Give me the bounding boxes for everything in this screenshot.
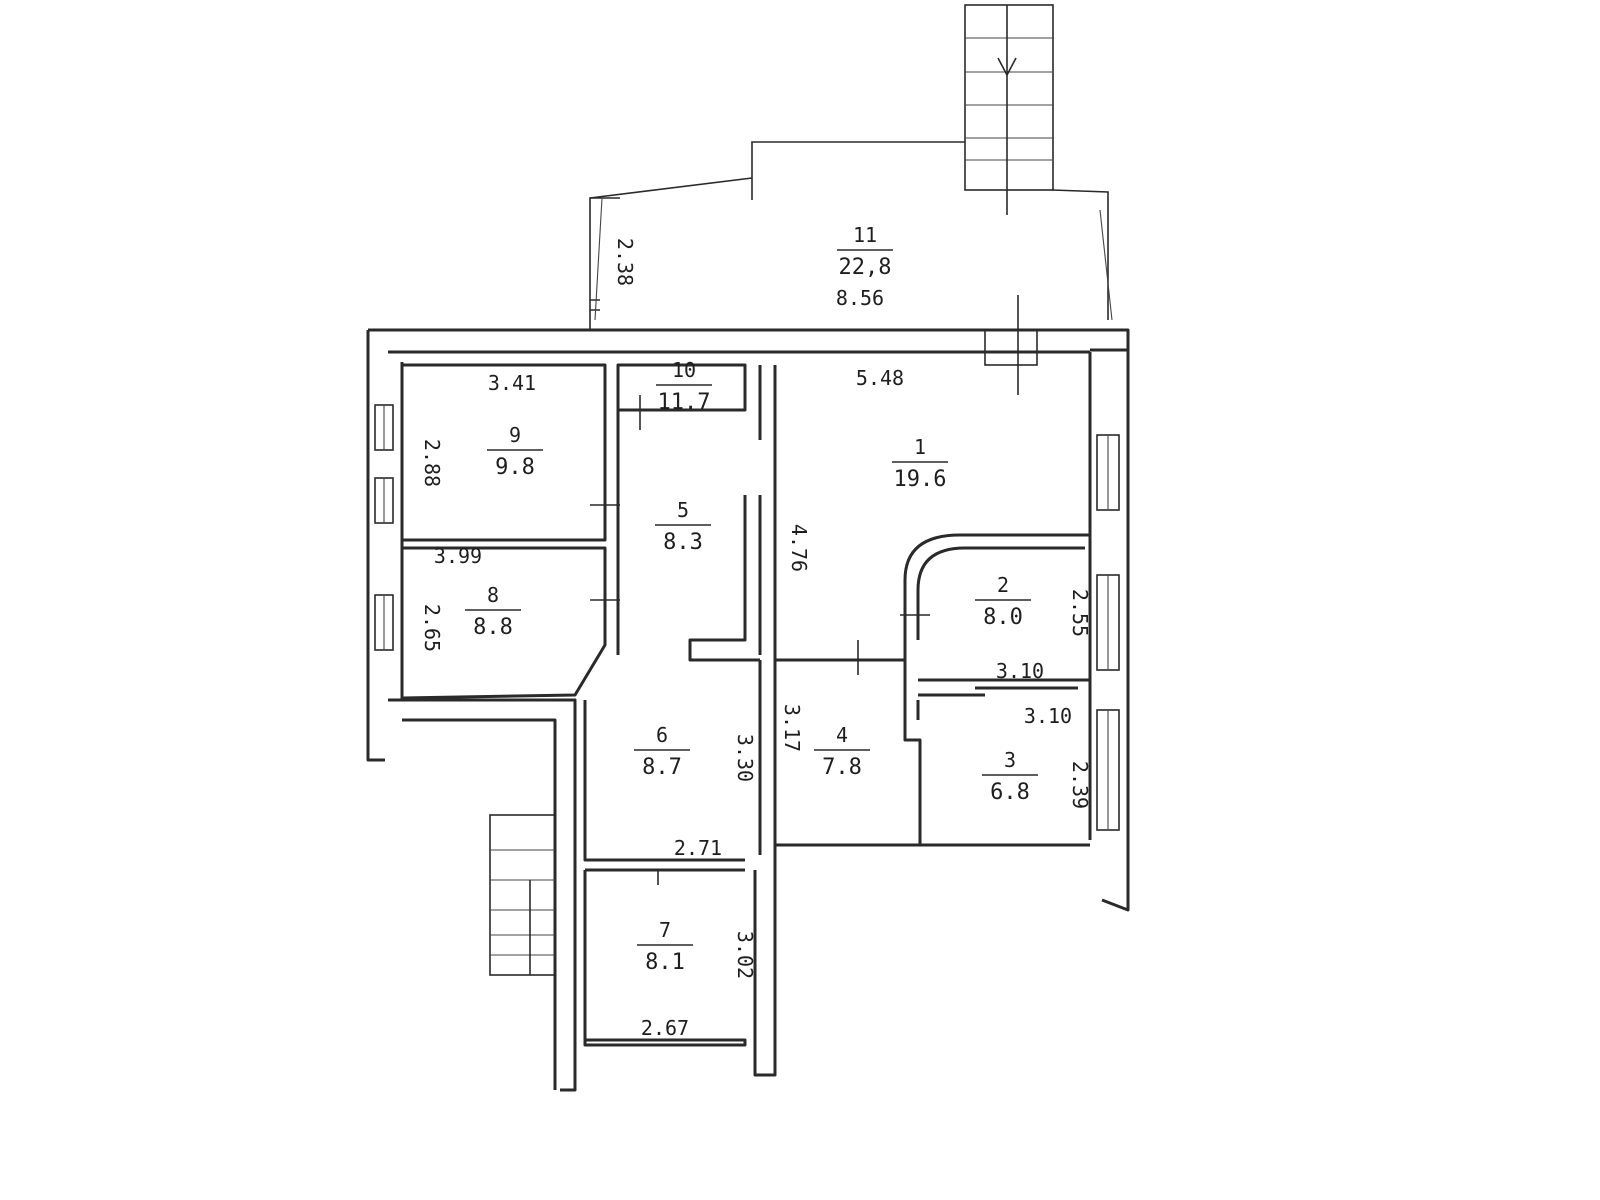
room-label-7: 78.1	[637, 918, 693, 975]
dimension-labels: 8.56 2.38 3.41 2.88 5.48 3.99 2.65 4.76 2.55 3.10…	[420, 238, 1092, 1040]
room-label-8: 88.8	[465, 583, 521, 640]
room-number: 11	[853, 223, 877, 247]
room-label-4: 47.8	[814, 723, 870, 780]
room-area: 8.3	[663, 530, 703, 555]
lower-staircase	[489, 814, 556, 976]
dimension-856: 8.56	[836, 286, 884, 310]
room-labels: 119.628.036.847.858.368.778.188.899.8101…	[465, 223, 1038, 975]
dimension-399: 3.99	[434, 544, 482, 568]
room-area: 22,8	[839, 255, 892, 280]
room-number: 9	[509, 423, 521, 447]
room-area: 11.7	[658, 390, 711, 415]
dimension-238: 2.38	[613, 238, 637, 286]
terrace-outline	[589, 141, 1113, 330]
room-label-6: 68.7	[634, 723, 690, 780]
room-number: 3	[1004, 748, 1016, 772]
outer-walls	[366, 328, 1130, 1092]
room-number: 10	[672, 358, 696, 382]
room-number: 6	[656, 723, 668, 747]
dimension-341: 3.41	[488, 371, 536, 395]
dimension-317: 3.17	[780, 704, 804, 752]
room-area: 8.1	[645, 950, 685, 975]
dimension-548: 5.48	[856, 366, 904, 390]
room-number: 1	[914, 435, 926, 459]
dimension-265: 2.65	[420, 604, 444, 652]
room-area: 8.7	[642, 755, 682, 780]
dimension-330: 3.30	[733, 734, 757, 782]
left-windows	[374, 404, 394, 651]
room-number: 5	[677, 498, 689, 522]
dimension-239: 2.39	[1068, 761, 1092, 809]
room-label-10: 10 11.7	[656, 358, 712, 415]
room-label-11: 11 22,8	[837, 223, 893, 280]
room-area: 7.8	[822, 755, 862, 780]
room-number: 7	[659, 918, 671, 942]
door-marks	[590, 395, 930, 885]
room-label-2: 28.0	[975, 573, 1031, 630]
room-number: 4	[836, 723, 848, 747]
dimension-271: 2.71	[674, 836, 722, 860]
dimension-476: 4.76	[787, 524, 811, 572]
room-area: 8.0	[983, 605, 1023, 630]
interior-walls	[401, 363, 1090, 1047]
right-windows	[1096, 434, 1120, 831]
dimension-310a: 3.10	[996, 659, 1044, 683]
room-label-3: 36.8	[982, 748, 1038, 805]
room-area: 19.6	[894, 467, 947, 492]
room-number: 8	[487, 583, 499, 607]
room-number: 2	[997, 573, 1009, 597]
dimension-302: 3.02	[733, 931, 757, 979]
dimension-310b: 3.10	[1024, 704, 1072, 728]
top-staircase	[964, 4, 1054, 395]
room-label-1: 119.6	[892, 435, 948, 492]
dimension-255: 2.55	[1068, 589, 1092, 637]
room-label-9: 99.8	[487, 423, 543, 480]
room-area: 6.8	[990, 780, 1030, 805]
room-area: 9.8	[495, 455, 535, 480]
room-area: 8.8	[473, 615, 513, 640]
dimension-288: 2.88	[420, 439, 444, 487]
room-label-5: 58.3	[655, 498, 711, 555]
dimension-267: 2.67	[641, 1016, 689, 1040]
